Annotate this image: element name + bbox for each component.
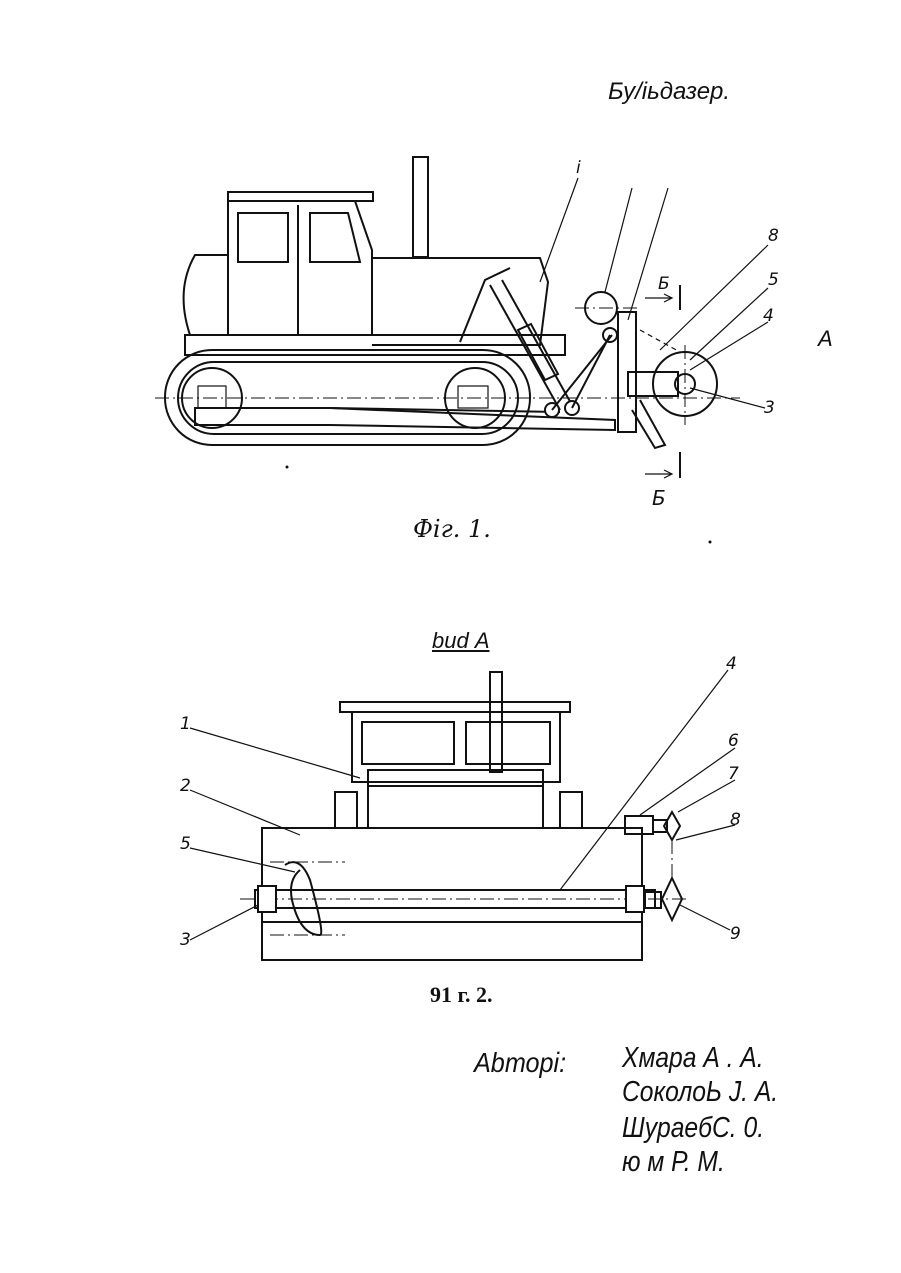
fig2-callout-1: 1 <box>180 716 191 733</box>
fig2-caption: 91 г. 2. <box>430 982 493 1008</box>
fig2-engine <box>368 770 543 828</box>
author-name: ШураебС. 0. <box>622 1112 764 1145</box>
fig2-callout-6: 6 <box>728 733 739 750</box>
authors-label: Аbторі: <box>474 1047 566 1079</box>
fig2-motor <box>625 816 653 834</box>
fig2-bearing-right <box>626 886 644 912</box>
fig2-blade <box>262 828 642 960</box>
fig2-callout-8: 8 <box>730 812 741 829</box>
fig2-callout-4: 4 <box>726 656 737 673</box>
fig2-drawing <box>0 0 901 1000</box>
fig2-callout-3: 3 <box>180 932 191 949</box>
fig2-callout-2: 2 <box>180 778 191 795</box>
fig2-cylinder-right <box>560 792 582 828</box>
fig2-window-right <box>466 722 550 764</box>
author-name: СоколоЬ J. А. <box>622 1076 778 1109</box>
fig2-callout-5: 5 <box>180 836 191 853</box>
fig2-callout-9: 9 <box>730 926 741 943</box>
fig2-bearing-left <box>258 886 276 912</box>
fig2-cab-roof <box>340 702 570 712</box>
author-name: ю м Р. М. <box>622 1146 725 1179</box>
author-name: Хмара А . А. <box>622 1042 764 1075</box>
fig2-window-left <box>362 722 454 764</box>
fig2-callout-7: 7 <box>728 766 739 783</box>
fig2-cylinder-left <box>335 792 357 828</box>
